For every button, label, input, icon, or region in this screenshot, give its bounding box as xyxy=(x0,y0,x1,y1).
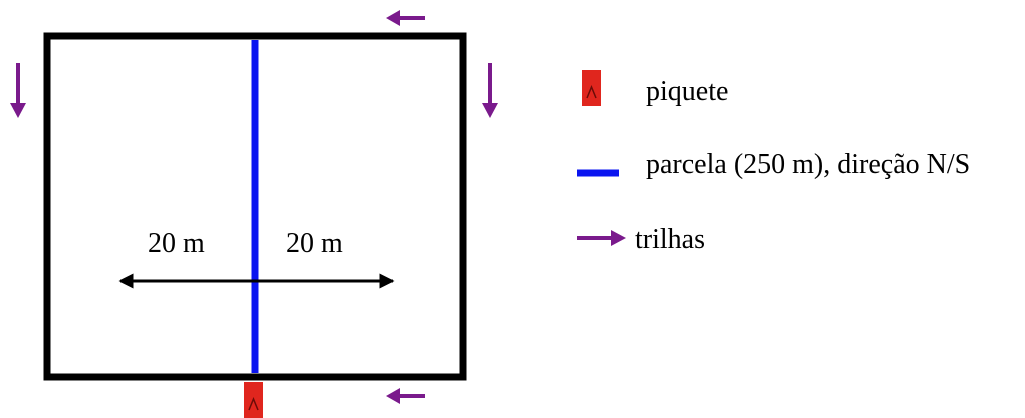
purple-arrow-icon xyxy=(577,230,626,246)
legend-label: piquete xyxy=(646,76,728,107)
legend: piquete parcela (250 m), direção N/S tri… xyxy=(577,70,970,255)
legend-label: trilhas xyxy=(635,224,705,255)
measurement-label-left: 20 m xyxy=(148,228,205,259)
stake-icon xyxy=(582,70,601,106)
trail-arrow-top xyxy=(386,10,425,26)
stake-icon xyxy=(244,382,263,418)
legend-item-trail: trilhas xyxy=(577,224,705,255)
plot-border xyxy=(43,32,467,381)
legend-label: parcela (250 m), direção N/S xyxy=(646,149,970,180)
trail-arrow-bottom xyxy=(386,388,425,404)
trail-arrow-right xyxy=(482,63,498,118)
legend-item-parcela: parcela (250 m), direção N/S xyxy=(577,149,970,180)
measurement-label-right: 20 m xyxy=(286,228,343,259)
trail-arrow-left xyxy=(10,63,26,118)
legend-item-stake: piquete xyxy=(582,70,728,107)
